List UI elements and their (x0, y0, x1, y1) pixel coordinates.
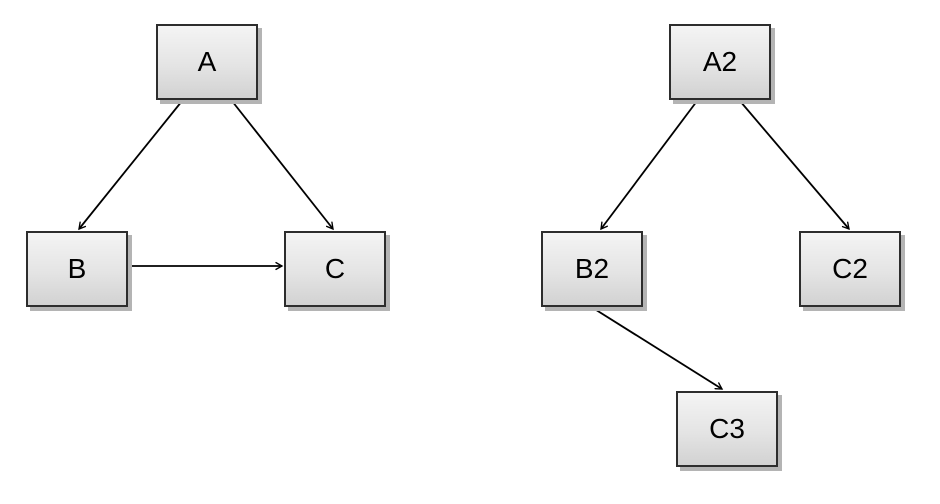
node-c3[interactable]: C3 (676, 391, 778, 467)
node-c-label: C (324, 253, 346, 284)
edge-a-b[interactable] (78, 100, 183, 231)
node-c[interactable]: C (284, 231, 386, 307)
edge-a2-c2[interactable] (739, 100, 850, 231)
edge-a-c[interactable] (231, 100, 334, 231)
node-c3-label: C3 (709, 413, 745, 444)
node-b2-label: B2 (574, 253, 610, 284)
edge-a2-b2[interactable] (600, 100, 698, 231)
node-b-label: B (67, 253, 87, 284)
node-c2[interactable]: C2 (799, 231, 901, 307)
node-a[interactable]: A (156, 24, 258, 100)
node-b[interactable]: B (26, 231, 128, 307)
node-b2[interactable]: B2 (541, 231, 643, 307)
node-a2[interactable]: A2 (669, 24, 771, 100)
node-a2-label: A2 (702, 46, 738, 77)
node-c2-label: C2 (832, 253, 868, 284)
node-a-label: A (197, 46, 217, 77)
edge-b2-c3[interactable] (592, 307, 724, 390)
